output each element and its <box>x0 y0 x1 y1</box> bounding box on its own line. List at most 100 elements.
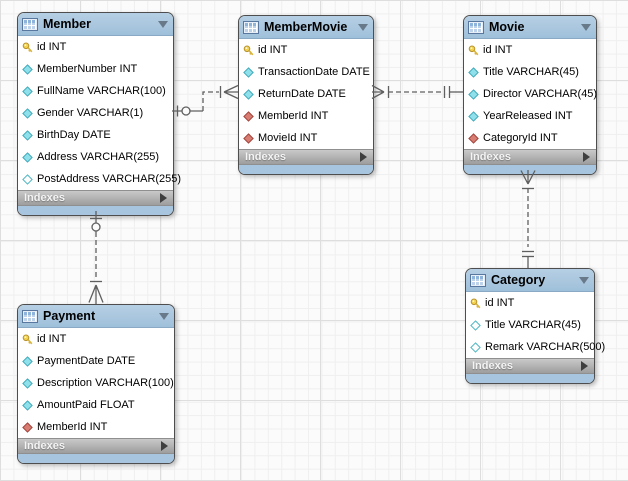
table-header[interactable]: Member <box>18 13 173 36</box>
table-header[interactable]: Movie <box>464 16 596 39</box>
column-row[interactable]: Title VARCHAR(45) <box>466 314 594 336</box>
column-label: ReturnDate DATE <box>258 88 346 100</box>
relationship-membermovie-movie[interactable] <box>371 84 463 100</box>
column-label: Description VARCHAR(100) <box>37 377 174 389</box>
table-footer-strip <box>239 165 373 174</box>
table-title: Movie <box>489 20 525 34</box>
column-row[interactable]: PostAddress VARCHAR(255) <box>18 168 181 190</box>
table-columns: id INT Title VARCHAR(45) Remark VARCHAR(… <box>466 292 605 358</box>
column-row[interactable]: Remark VARCHAR(500) <box>466 336 605 358</box>
relationship-member-membermovie[interactable] <box>172 84 239 117</box>
column-label: Remark VARCHAR(500) <box>485 341 606 353</box>
column-label: id INT <box>485 297 515 309</box>
table-title: MemberMovie <box>264 20 348 34</box>
column-label: MovieId INT <box>258 132 318 144</box>
column-label: MemberId INT <box>258 110 329 122</box>
column-row[interactable]: CategoryId INT <box>464 127 596 149</box>
collapse-arrow-icon[interactable] <box>358 23 368 31</box>
column-label: id INT <box>37 333 67 345</box>
collapse-arrow-icon[interactable] <box>579 276 589 284</box>
table-footer-strip <box>18 206 173 215</box>
column-row[interactable]: TransactionDate DATE <box>239 61 373 83</box>
table-category[interactable]: Category id INT Title VARCHAR(45) Remark… <box>465 268 605 384</box>
table-header[interactable]: Payment <box>18 305 174 328</box>
column-row[interactable]: Title VARCHAR(45) <box>464 61 596 83</box>
collapse-arrow-icon[interactable] <box>159 312 169 320</box>
indexes-bar[interactable]: Indexes <box>239 149 373 165</box>
column-row[interactable]: PaymentDate DATE <box>18 350 174 372</box>
column-row[interactable]: id INT <box>18 328 174 350</box>
column-label: PostAddress VARCHAR(255) <box>37 173 182 185</box>
table-header[interactable]: Category <box>466 269 594 292</box>
table-footer-strip <box>466 374 594 383</box>
column-row[interactable]: YearReleased INT <box>464 105 596 127</box>
indexes-label: Indexes <box>24 192 65 204</box>
expand-arrow-icon[interactable] <box>581 361 588 371</box>
expand-arrow-icon[interactable] <box>360 152 367 162</box>
column-label: PaymentDate DATE <box>37 355 136 367</box>
indexes-label: Indexes <box>24 440 65 452</box>
column-row[interactable]: id INT <box>18 36 173 58</box>
column-label: MemberNumber INT <box>37 63 138 75</box>
expand-arrow-icon[interactable] <box>160 193 167 203</box>
column-row[interactable]: MemberId INT <box>18 416 174 438</box>
column-label: id INT <box>37 41 67 53</box>
column-row[interactable]: id INT <box>464 39 596 61</box>
column-row[interactable]: ReturnDate DATE <box>239 83 373 105</box>
table-membermovie[interactable]: MemberMovie id INT TransactionDate DATE … <box>238 15 374 175</box>
column-row[interactable]: Description VARCHAR(100) <box>18 372 174 394</box>
column-label: Title VARCHAR(45) <box>483 66 579 78</box>
table-columns: id INT TransactionDate DATE ReturnDate D… <box>239 39 373 149</box>
indexes-bar[interactable]: Indexes <box>18 190 173 206</box>
column-label: YearReleased INT <box>483 110 573 122</box>
column-row[interactable]: Address VARCHAR(255) <box>18 146 173 168</box>
table-member[interactable]: Member id INT MemberNumber INT FullName … <box>17 12 181 216</box>
column-label: id INT <box>483 44 513 56</box>
column-label: Title VARCHAR(45) <box>485 319 581 331</box>
indexes-bar[interactable]: Indexes <box>464 149 596 165</box>
column-label: Director VARCHAR(45) <box>483 88 598 100</box>
column-label: TransactionDate DATE <box>258 66 370 78</box>
column-label: MemberId INT <box>37 421 108 433</box>
column-label: CategoryId INT <box>483 132 558 144</box>
collapse-arrow-icon[interactable] <box>158 20 168 28</box>
column-label: BirthDay DATE <box>37 129 111 141</box>
table-movie[interactable]: Movie id INT Title VARCHAR(45) Director … <box>463 15 597 175</box>
column-row[interactable]: MemberNumber INT <box>18 58 173 80</box>
table-columns: id INT MemberNumber INT FullName VARCHAR… <box>18 36 181 190</box>
column-label: Address VARCHAR(255) <box>37 151 160 163</box>
table-header[interactable]: MemberMovie <box>239 16 373 39</box>
table-payment[interactable]: Payment id INT PaymentDate DATE Descript… <box>17 304 175 464</box>
column-label: Gender VARCHAR(1) <box>37 107 144 119</box>
table-title: Payment <box>43 309 96 323</box>
column-row[interactable]: AmountPaid FLOAT <box>18 394 174 416</box>
column-label: id INT <box>258 44 288 56</box>
column-row[interactable]: MemberId INT <box>239 105 373 127</box>
column-row[interactable]: Director VARCHAR(45) <box>464 83 598 105</box>
table-footer-strip <box>18 454 174 463</box>
indexes-bar[interactable]: Indexes <box>18 438 174 454</box>
column-row[interactable]: Gender VARCHAR(1) <box>18 102 173 124</box>
relationship-member-payment[interactable] <box>88 211 104 304</box>
column-row[interactable]: MovieId INT <box>239 127 373 149</box>
indexes-label: Indexes <box>472 360 513 372</box>
table-footer-strip <box>464 165 596 174</box>
table-title: Category <box>491 273 546 287</box>
indexes-label: Indexes <box>245 151 286 163</box>
expand-arrow-icon[interactable] <box>161 441 168 451</box>
column-label: FullName VARCHAR(100) <box>37 85 166 97</box>
column-row[interactable]: id INT <box>466 292 594 314</box>
column-row[interactable]: FullName VARCHAR(100) <box>18 80 173 102</box>
table-columns: id INT Title VARCHAR(45) Director VARCHA… <box>464 39 598 149</box>
column-label: AmountPaid FLOAT <box>37 399 135 411</box>
table-title: Member <box>43 17 91 31</box>
column-row[interactable]: BirthDay DATE <box>18 124 173 146</box>
column-row[interactable]: id INT <box>239 39 373 61</box>
indexes-bar[interactable]: Indexes <box>466 358 594 374</box>
relationship-movie-category[interactable] <box>520 170 536 268</box>
expand-arrow-icon[interactable] <box>583 152 590 162</box>
collapse-arrow-icon[interactable] <box>581 23 591 31</box>
table-columns: id INT PaymentDate DATE Description VARC… <box>18 328 174 438</box>
